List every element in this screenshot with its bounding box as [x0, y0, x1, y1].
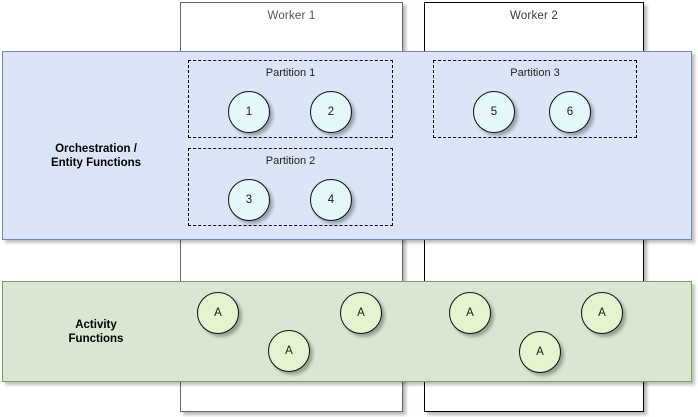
entity-node-5[interactable]: 5: [473, 91, 515, 133]
orchestration-band-label-line1: Orchestration /: [55, 143, 137, 155]
activity-node-2[interactable]: A: [268, 330, 310, 372]
activity-node-5[interactable]: A: [519, 331, 561, 373]
partition-group-1[interactable]: Partition 1: [188, 60, 393, 138]
entity-node-6[interactable]: 6: [549, 91, 591, 133]
activity-band-label-line2: Functions: [68, 333, 124, 345]
partition-group-2[interactable]: Partition 2: [188, 148, 393, 226]
entity-node-1[interactable]: 1: [228, 91, 270, 133]
worker-label-worker-1: Worker 1: [267, 10, 316, 22]
entity-node-3[interactable]: 3: [228, 179, 270, 221]
orchestration-band-label-line2: Entity Functions: [50, 157, 142, 169]
activity-node-4[interactable]: A: [449, 292, 491, 334]
worker-label-worker-2: Worker 2: [509, 10, 559, 22]
activity-band-label: Activity Functions: [11, 318, 181, 346]
partition-label-1: Partition 1: [265, 67, 316, 79]
activity-band-label-line1: Activity: [75, 319, 117, 331]
partition-label-2: Partition 2: [265, 155, 316, 167]
activity-node-1[interactable]: A: [197, 292, 239, 334]
partition-label-3: Partition 3: [510, 67, 560, 79]
entity-node-2[interactable]: 2: [310, 91, 352, 133]
orchestration-band-label: Orchestration / Entity Functions: [11, 142, 181, 170]
activity-node-3[interactable]: A: [340, 292, 382, 334]
activity-node-6[interactable]: A: [581, 292, 623, 334]
entity-node-4[interactable]: 4: [310, 179, 352, 221]
partition-group-3[interactable]: Partition 3: [433, 60, 637, 138]
